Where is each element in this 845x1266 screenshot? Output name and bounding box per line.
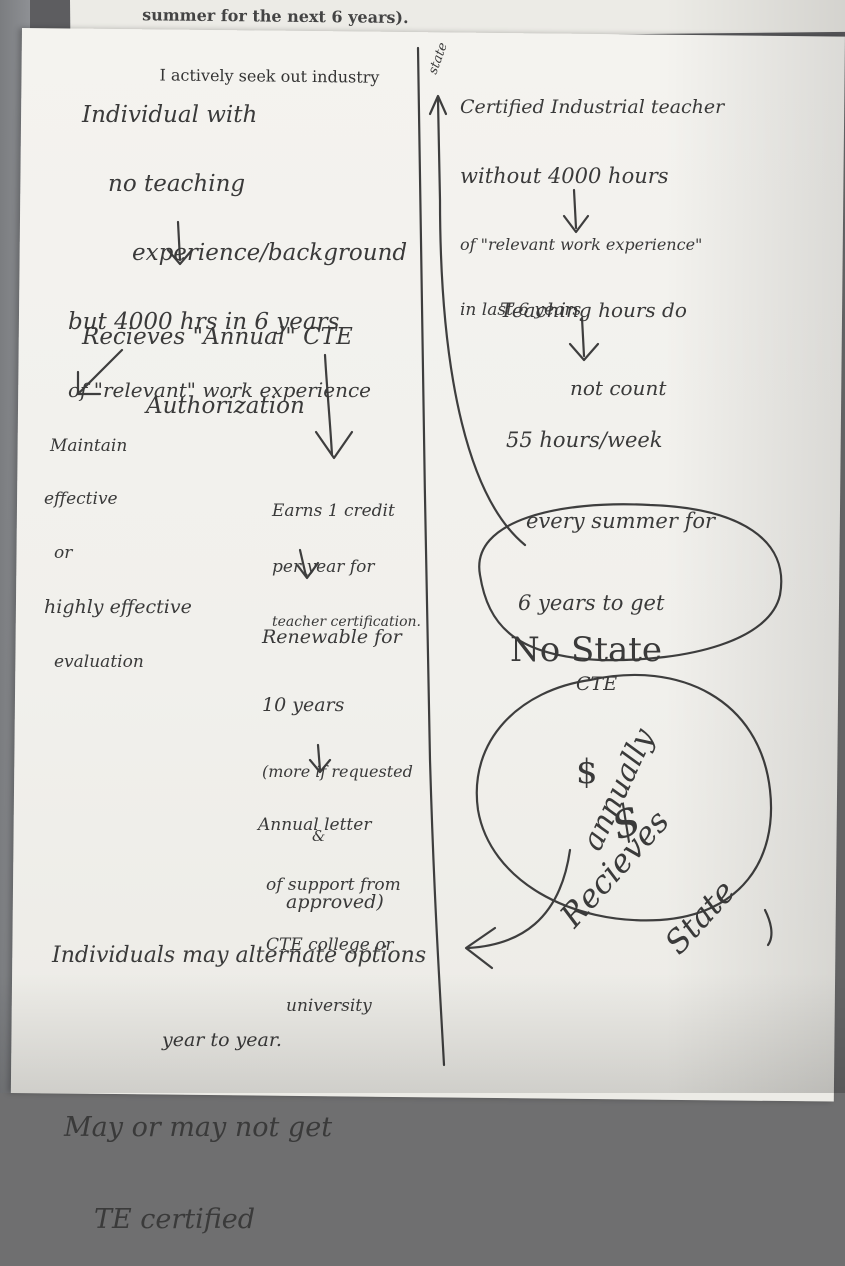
footer-line: year to year. (162, 1028, 282, 1051)
intro-line: Individual with (82, 102, 258, 128)
intro-note: Individual with no teaching experience/b… (68, 58, 407, 423)
summer-line: 6 years to get (518, 591, 665, 616)
certified-line: of "relevant work experience" (460, 234, 703, 254)
pencil-drawing (76, 46, 783, 1067)
renewable-line: & (312, 827, 326, 846)
teaching-hours-line: not count (570, 376, 667, 400)
credit-line: teacher certification. (272, 613, 421, 630)
renewable-note: Renewable for 10 years (more if requeste… (262, 580, 413, 936)
center-divider-line (416, 46, 446, 1067)
credit-line: per year for (272, 557, 375, 578)
receives-state-oval (475, 673, 773, 922)
support-line: CTE college or (266, 935, 394, 956)
support-letter-note: Annual letter of support from CTE colleg… (258, 775, 401, 1036)
footer-line: TE certified (94, 1204, 256, 1236)
summer-line: every summer for (526, 509, 716, 534)
receives-to-footer-arrow (466, 848, 572, 950)
intro-line: experience/background (132, 240, 408, 266)
intro-line: no teaching (108, 171, 246, 197)
left-down-arrow-1 (176, 220, 182, 262)
certified-line: without 4000 hours (460, 163, 669, 188)
certified-line: in last 6 years (460, 299, 582, 320)
annual-auth-line: Authorization (146, 393, 305, 419)
teaching-hours-note: Teaching hours do not count (500, 245, 687, 427)
intro-line: but 4000 hrs in 6 years (68, 309, 340, 335)
summer-line: 55 hours/week (506, 427, 663, 452)
credit-note: Earns 1 credit per year for teacher cert… (272, 465, 421, 649)
credit-line: Earns 1 credit (272, 501, 395, 522)
small-down-arrow-renew (316, 743, 322, 772)
evaluation-note: Maintain effective or highly effective e… (44, 402, 192, 690)
intro-line: of "relevant" work experience (68, 378, 371, 402)
annual-auth-line: Recieves "Annual" CTE (82, 324, 353, 350)
renewable-line: approved) (286, 890, 384, 913)
certified-line: Certified Industrial teacher (460, 95, 725, 118)
evaluation-line: evaluation (54, 651, 144, 672)
no-state-label: No State $ (510, 548, 662, 834)
support-line: Annual letter (258, 815, 372, 836)
no-state-oval (478, 503, 783, 662)
evaluation-line: or (54, 542, 73, 563)
footer-line: May or may not get (64, 1111, 333, 1143)
renewable-line: Renewable for (262, 625, 402, 648)
footer-note: Individuals may alternate options year t… (52, 885, 426, 1266)
evaluation-line: highly effective (44, 596, 192, 619)
annual-authorization-note: Recieves "Annual" CTE Authorization (82, 280, 353, 441)
summer-hours-note: 55 hours/week every summer for 6 years t… (506, 372, 715, 724)
certified-note: Certified Industrial teacher without 400… (460, 50, 724, 343)
support-line: of support from (266, 875, 401, 896)
long-down-arrow (323, 353, 334, 457)
footer-line: Individuals may alternate options (52, 943, 427, 969)
teaching-hours-line: Teaching hours do (500, 298, 687, 322)
support-line: university (286, 995, 372, 1016)
evaluation-line: Maintain (50, 435, 128, 456)
right-down-arrow-2 (580, 316, 586, 358)
summer-line: CTE (576, 673, 618, 696)
evaluation-line: effective (44, 489, 118, 510)
renewable-line: (more if requested (262, 762, 413, 782)
small-down-arrow-credit (298, 548, 308, 578)
no-state-up-arrow (436, 98, 527, 547)
no-state-dollar: $ (576, 751, 598, 792)
diagonal-arrow (78, 348, 124, 394)
renewable-line: 10 years (262, 693, 345, 716)
right-down-arrow-1 (572, 188, 578, 230)
no-state-line: No State (510, 629, 663, 670)
